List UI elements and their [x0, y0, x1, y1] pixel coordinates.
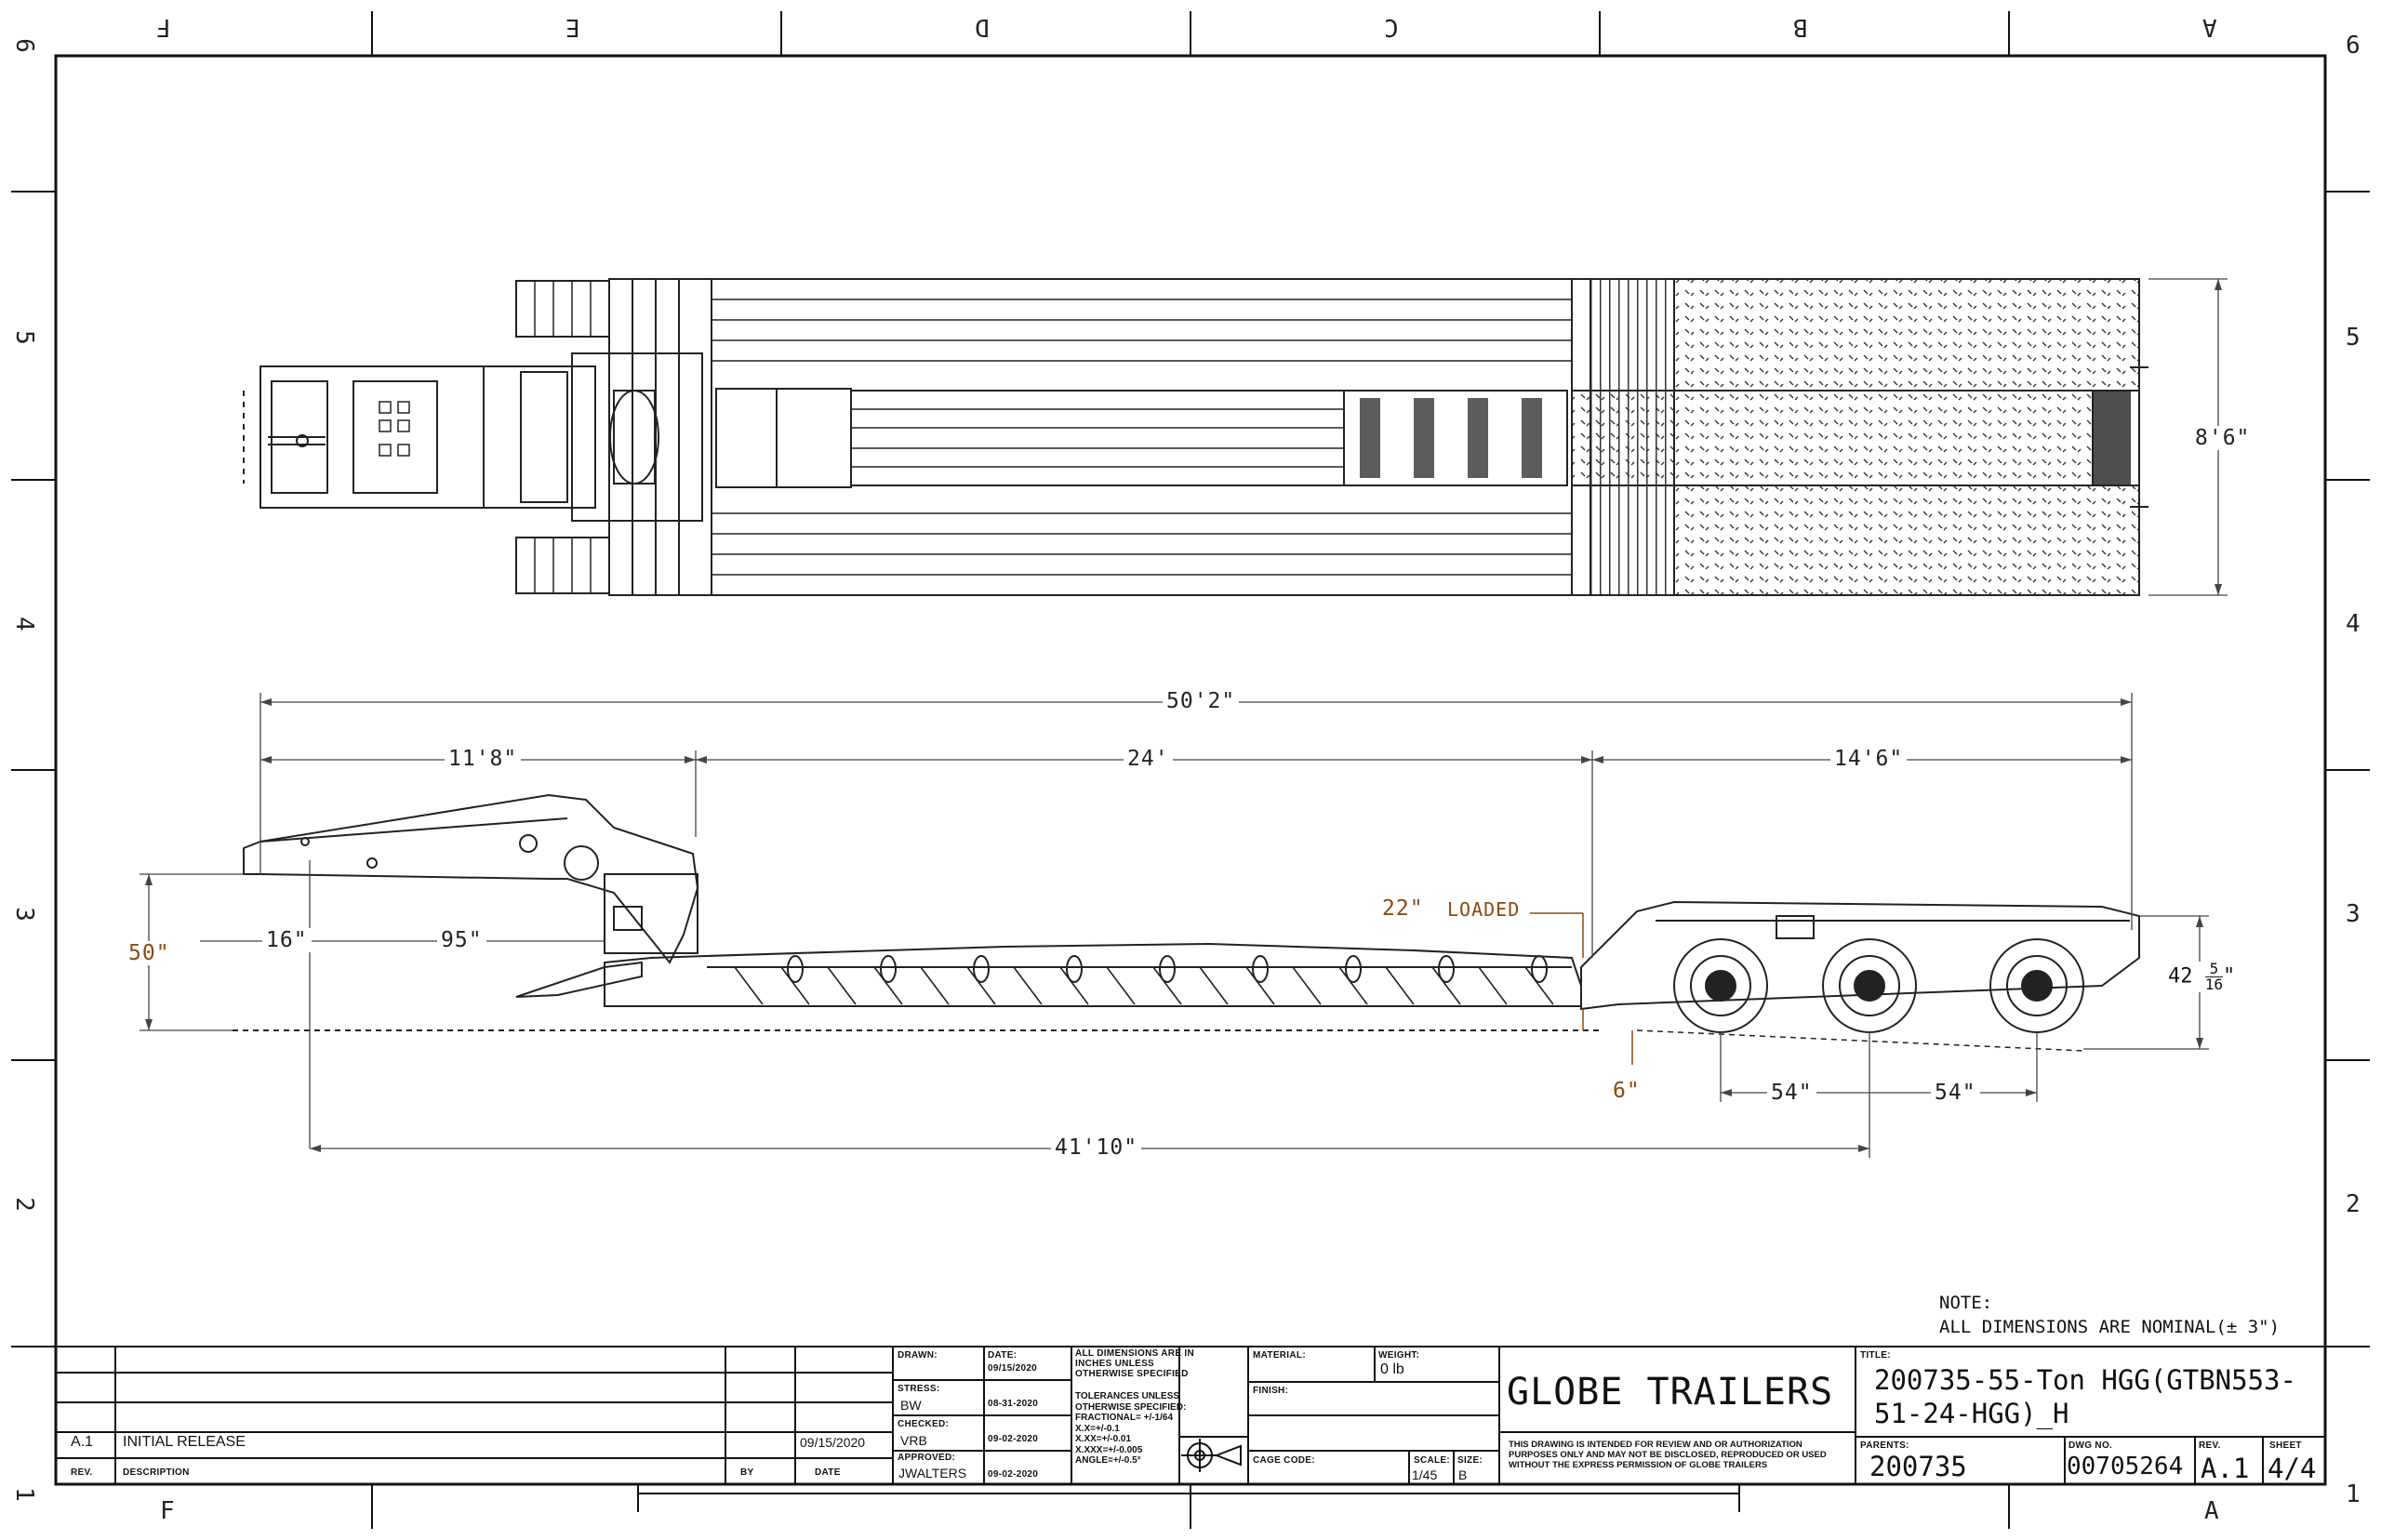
dim-kingpin-to-axle: 41'10": [1051, 1135, 1142, 1160]
date-header: DATE: [815, 1467, 841, 1478]
drawn-date: 09/15/2020: [988, 1363, 1038, 1374]
zone-col-bottom-a: A: [2204, 1497, 2219, 1525]
tolerance-line: X.XXX=+/-0.005: [1075, 1444, 1143, 1455]
checked-date: 09-02-2020: [988, 1434, 1039, 1444]
dim-rear-length: 14'6": [1830, 747, 1908, 771]
zone-col-top-a: A: [2202, 13, 2217, 41]
zone-col-top-b: B: [1793, 13, 1808, 41]
approved-label: APPROVED:: [898, 1453, 956, 1463]
drawing-title-line-2: 51-24-HGG)_H: [1874, 1398, 2069, 1429]
disclaimer: THIS DRAWING IS INTENDED FOR REVIEW AND …: [1509, 1440, 1827, 1470]
dim-rear-height-denominator: 16: [2204, 976, 2224, 993]
dim-deck-height-note: LOADED: [1443, 898, 1524, 921]
zone-row-right-3: 3: [2346, 900, 2361, 928]
sheet-label: SHEET: [2269, 1440, 2302, 1451]
dim-width: 8'6": [2191, 426, 2255, 450]
dim-overall-length: 50'2": [1163, 689, 1240, 713]
dwg-no-label: DWG NO.: [2068, 1440, 2113, 1451]
dimensions-note: NOTE: ALL DIMENSIONS ARE NOMINAL(± 3"): [1939, 1291, 2280, 1339]
approved-date: 09-02-2020: [988, 1469, 1039, 1480]
rev-label: REV.: [2199, 1440, 2221, 1451]
tolerance-line: X.XX=+/-0.01: [1075, 1434, 1132, 1444]
zone-row-right-1: 1: [2346, 1480, 2361, 1508]
zone-col-top-f: F: [156, 13, 171, 41]
scale-value: 1/45: [1412, 1467, 1438, 1482]
dim-deck-length: 24': [1124, 747, 1173, 771]
dims-note: ALL DIMENSIONS ARE IN INCHES UNLESS OTHE…: [1075, 1348, 1194, 1379]
cage-code-label: CAGE CODE:: [1253, 1455, 1315, 1466]
scale-label: SCALE:: [1414, 1455, 1451, 1466]
material-label: MATERIAL:: [1253, 1350, 1306, 1361]
sheet-value: 4/4: [2268, 1453, 2317, 1484]
zone-row-left-2: 2: [9, 1197, 38, 1212]
dim-rear-height-whole: 42: [2168, 964, 2193, 989]
dim-axle-spacing-2: 54": [1931, 1081, 1980, 1105]
parents-label: PARENTS:: [1860, 1440, 1909, 1451]
zone-row-left-4: 4: [9, 617, 38, 631]
description-header: DESCRIPTION: [123, 1467, 190, 1478]
date-label: DATE:: [988, 1350, 1018, 1361]
tolerance-line: FRACTIONAL= +/-1/64: [1075, 1413, 1174, 1423]
tolerance-line: ANGLE=+/-0.5°: [1075, 1455, 1141, 1466]
dim-rear-height-unit: ": [2223, 964, 2236, 989]
zone-row-left-1: 1: [9, 1487, 38, 1502]
approved-by: JWALTERS: [898, 1466, 967, 1480]
dim-rear-height: 42 5 16 ": [2165, 962, 2239, 993]
drawing-title-line-1: 200735-55-Ton HGG(GTBN553-: [1874, 1364, 2296, 1396]
dim-fifth-wheel-height: 50": [125, 941, 174, 965]
company-name: GLOBE TRAILERS: [1507, 1371, 1834, 1414]
rev-description: INITIAL RELEASE: [123, 1434, 246, 1450]
tolerances: TOLERANCES UNLESS OTHERWISE SPECIFIED: F…: [1075, 1391, 1186, 1467]
dim-rear-height-fraction: 5 16: [2204, 962, 2224, 993]
drawing-title: 200735-55-Ton HGG(GTBN553- 51-24-HGG)_H: [1874, 1363, 2296, 1430]
dim-rear-height-numerator: 5: [2204, 962, 2224, 977]
zone-row-right-6: 6: [2346, 32, 2361, 60]
by-header: BY: [740, 1467, 754, 1478]
note-text: ALL DIMENSIONS ARE NOMINAL(± 3"): [1939, 1317, 2281, 1337]
checked-label: CHECKED:: [898, 1419, 950, 1429]
rev-header: REV.: [71, 1467, 93, 1478]
drawing-border: [54, 54, 2327, 1486]
dwg-no-value: 00705264: [2067, 1453, 2184, 1480]
tolerance-line: TOLERANCES UNLESS: [1075, 1391, 1180, 1401]
title-label: TITLE:: [1860, 1350, 1891, 1361]
zone-col-top-c: C: [1384, 13, 1399, 41]
checked-by: VRB: [900, 1433, 927, 1448]
zone-col-top-d: D: [975, 13, 990, 41]
stress-date: 08-31-2020: [988, 1399, 1039, 1409]
dim-axle-spacing-1: 54": [1767, 1081, 1816, 1105]
stress-by: BW: [900, 1398, 922, 1413]
dim-kingpin-front: 95": [437, 928, 486, 952]
top-view: [243, 278, 2148, 596]
weight-label: WEIGHT:: [1378, 1350, 1420, 1361]
dim-ground-clearance: 6": [1609, 1079, 1644, 1103]
size-label: SIZE:: [1457, 1455, 1483, 1466]
zone-col-bottom-f: F: [160, 1497, 175, 1525]
zone-row-left-6: 6: [9, 38, 38, 53]
dim-front-offset: 16": [262, 928, 312, 952]
rev-block-value: A.1: [2201, 1453, 2250, 1484]
zone-row-right-5: 5: [2346, 324, 2361, 352]
drawn-label: DRAWN:: [898, 1350, 938, 1361]
weight-value: 0 lb: [1380, 1361, 1404, 1377]
dim-gooseneck-length: 11'8": [445, 747, 522, 771]
size-value: B: [1458, 1467, 1468, 1482]
tolerance-line: X.X=+/-0.1: [1075, 1423, 1120, 1434]
tolerance-line: OTHERWISE SPECIFIED:: [1075, 1401, 1187, 1413]
stress-label: STRESS:: [898, 1384, 940, 1394]
zone-row-right-4: 4: [2346, 610, 2361, 638]
dim-deck-height: 22": [1378, 896, 1428, 921]
side-view: [243, 793, 2140, 1033]
zone-row-right-2: 2: [2346, 1190, 2361, 1218]
rev-date: 09/15/2020: [800, 1435, 866, 1450]
finish-label: FINISH:: [1253, 1386, 1289, 1396]
zone-row-left-5: 5: [9, 330, 38, 345]
zone-row-left-3: 3: [9, 907, 38, 922]
parents-value: 200735: [1869, 1451, 1967, 1482]
note-label: NOTE:: [1939, 1293, 1993, 1313]
zone-col-top-e: E: [565, 13, 580, 41]
rev-value: A.1: [71, 1434, 94, 1450]
